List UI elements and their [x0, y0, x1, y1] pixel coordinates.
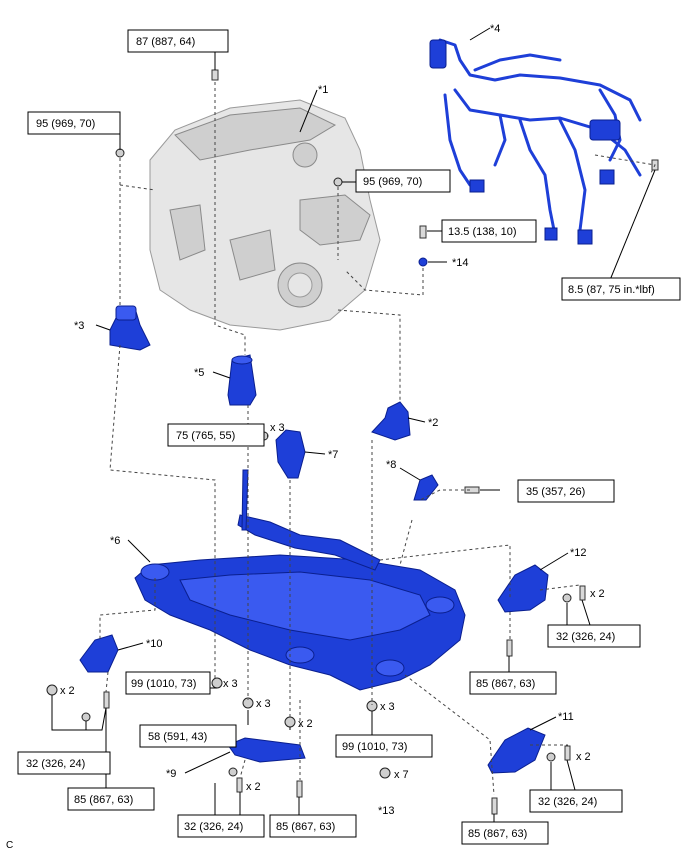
callout-6: *6: [110, 535, 120, 547]
callout-10: *10: [146, 638, 163, 650]
torque-text: 32 (326, 24): [556, 631, 615, 643]
torque-spec-95-left: 95 (969, 70): [27, 111, 121, 135]
quantity-label: x 2: [60, 685, 75, 697]
callout-13: *13: [378, 805, 395, 817]
quantity-label: x 2: [298, 718, 313, 730]
callout-5: *5: [194, 367, 204, 379]
brace-9: [227, 737, 306, 763]
torque-text: 95 (969, 70): [36, 118, 95, 130]
engine-assembly: [149, 99, 381, 331]
torque-spec-32-left: 32 (326, 24): [17, 751, 111, 775]
torque-text: 35 (357, 26): [526, 486, 585, 498]
torque-text: 85 (867, 63): [74, 794, 133, 806]
torque-spec-85-mid: 85 (867, 63): [269, 814, 357, 838]
torque-spec-58: 58 (591, 43): [139, 724, 237, 748]
callouts: *1 *4 *14 *3 *5 *2 *7 *8 *6 *12 *10 *11 …: [74, 23, 587, 817]
engine-mount-left: [109, 305, 151, 351]
wire-harness: [429, 38, 642, 245]
callout-2: *2: [428, 417, 438, 429]
callout-7: *7: [328, 449, 338, 461]
torque-spec-85-r12: 85 (867, 63): [469, 671, 557, 695]
torque-text: 32 (326, 24): [538, 796, 597, 808]
torque-text: 32 (326, 24): [26, 758, 85, 770]
quantity-label: x 3: [380, 701, 395, 713]
torque-spec-99-right: 99 (1010, 73): [335, 734, 433, 758]
engine-mount-center: [227, 354, 257, 406]
guide-lines: [99, 82, 656, 796]
callout-9: *9: [166, 768, 176, 780]
torque-text: 99 (1010, 73): [131, 678, 196, 690]
torque-text: 85 (867, 63): [476, 678, 535, 690]
torque-text: 85 (867, 63): [276, 821, 335, 833]
torque-text: 13.5 (138, 10): [448, 226, 517, 238]
callout-11: *11: [558, 711, 574, 723]
mount-bracket-7: [275, 429, 306, 479]
torque-spec-32-r12: 32 (326, 24): [547, 624, 641, 648]
torque-spec-8-5: 8.5 (87, 75 in.*lbf): [561, 277, 681, 301]
torque-spec-87-top: 87 (887, 64): [127, 29, 229, 53]
torque-text: 58 (591, 43): [148, 731, 207, 743]
callout-14: *14: [452, 257, 469, 269]
torque-text: 99 (1010, 73): [342, 741, 407, 753]
quantity-label: x 2: [246, 781, 261, 793]
quantity-label: x 7: [394, 769, 409, 781]
torque-spec-32-mid: 32 (326, 24): [177, 814, 265, 838]
front-crossmember: [134, 469, 466, 691]
quantity-label: x 3: [256, 698, 271, 710]
quantities: x 3 x 3 x 3 x 2 x 3 x 7 x 2 x 2 x 2 x 2: [60, 422, 605, 793]
engine-mount-right: [371, 401, 411, 441]
figure-code: C: [6, 840, 13, 851]
quantity-label: x 2: [590, 588, 605, 600]
bracket-12: [497, 564, 549, 613]
torque-spec-13-5: 13.5 (138, 10): [441, 219, 537, 243]
torque-text: 95 (969, 70): [363, 176, 422, 188]
torque-text: 32 (326, 24): [184, 821, 243, 833]
torque-spec-35: 35 (357, 26): [517, 479, 615, 503]
harness-clamp-8: [413, 474, 439, 501]
callout-4: *4: [490, 23, 500, 35]
quantity-label: x 3: [223, 678, 238, 690]
torque-spec-85-r11: 85 (867, 63): [461, 821, 549, 845]
bracket-10: [79, 634, 119, 673]
callout-1: *1: [318, 84, 328, 96]
callout-12: *12: [570, 547, 587, 559]
torque-text: 75 (765, 55): [176, 430, 235, 442]
callout-8: *8: [386, 459, 396, 471]
torque-spec-85-left: 85 (867, 63): [67, 787, 155, 811]
bracket-11: [487, 727, 546, 774]
callout-3: *3: [74, 320, 84, 332]
quantity-label: x 2: [576, 751, 591, 763]
torque-spec-32-r11: 32 (326, 24): [529, 789, 623, 813]
torque-spec-95-mid: 95 (969, 70): [355, 169, 451, 193]
torque-text: 85 (867, 63): [468, 828, 527, 840]
torque-spec-75: 75 (765, 55): [167, 423, 265, 447]
torque-text: 8.5 (87, 75 in.*lbf): [568, 284, 655, 296]
torque-text: 87 (887, 64): [136, 36, 195, 48]
quantity-label: x 3: [270, 422, 285, 434]
torque-spec-99-left: 99 (1010, 73): [125, 671, 211, 695]
